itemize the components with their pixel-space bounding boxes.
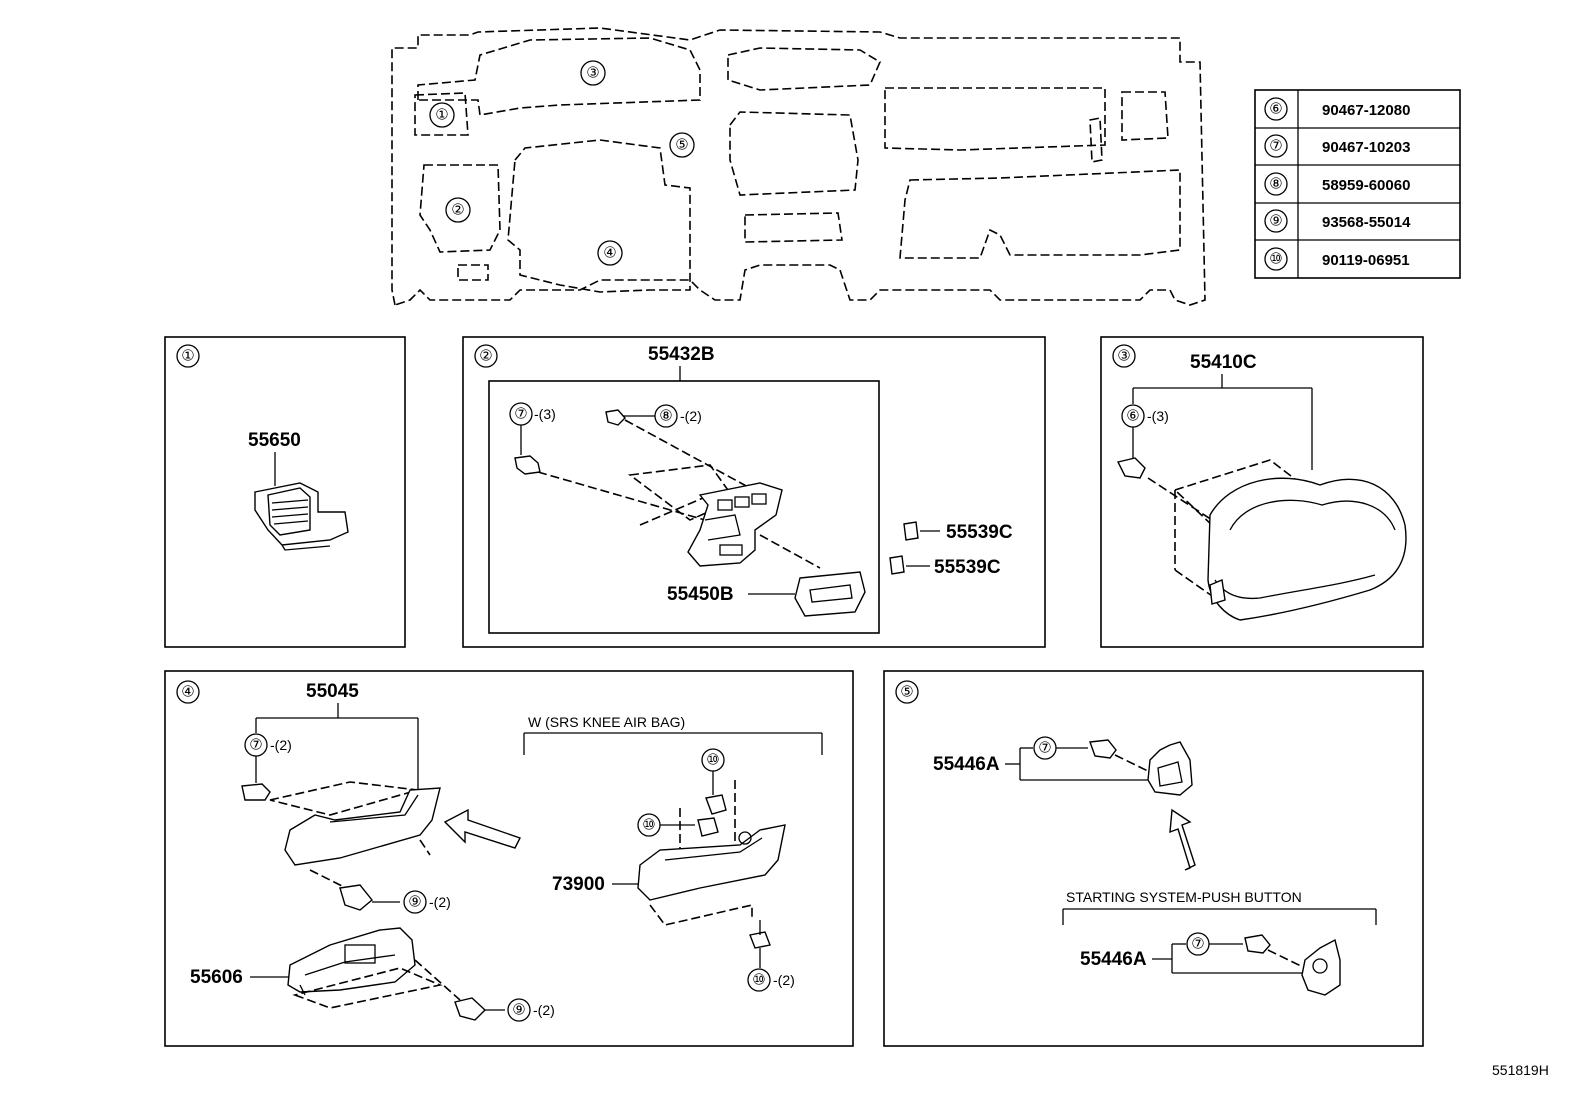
push-button-bezel-lower [1301, 938, 1341, 996]
clip-7-qty: -(3) [534, 406, 556, 422]
p4-screw-9b-ref: ⑨ [512, 1002, 525, 1019]
part-55432B-label: 55432B [648, 344, 715, 365]
switch-bezel-part [687, 482, 783, 567]
panel-1: ① 55650 [164, 336, 406, 648]
push-button-bezel-upper [1147, 741, 1193, 796]
clip-7-ref: ⑦ [514, 406, 527, 423]
table-partno-8: 58959-60060 [1322, 177, 1410, 194]
clip-6-qty: -(3) [1147, 408, 1169, 424]
panel-5: ⑤ 55446A ⑦ STARTING SYSTEM-PUSH BUTTON 5… [883, 670, 1424, 1047]
bracket-part-55606 [287, 927, 416, 996]
table-ref-6: ⑥ [1269, 101, 1282, 118]
part-55539C-label-a: 55539C [946, 522, 1013, 543]
knee-airbag-part [637, 824, 786, 901]
zone-label-3: ③ [586, 65, 599, 82]
p4-screw-9b-qty: -(2) [533, 1002, 555, 1018]
zone-label-1: ① [435, 107, 448, 124]
panel-4-tag: ④ [181, 684, 194, 701]
meter-hood-part [1207, 477, 1407, 621]
part-55450B-label: 55450B [667, 584, 734, 605]
part-55446A-lower-label: 55446A [1080, 949, 1147, 970]
clip-8-ref: ⑧ [659, 408, 672, 425]
parts-table: ⑥ 90467-12080 ⑦ 90467-10203 ⑧ 58959-6006… [1254, 89, 1461, 279]
p4-screw-9a-qty: -(2) [429, 894, 451, 910]
p5-upper-clip-ref: ⑦ [1038, 740, 1051, 757]
panel-1-tag: ① [181, 348, 194, 365]
p4-bolt-10b-ref: ⑩ [642, 817, 655, 834]
knee-airbag-variant-label: W (SRS KNEE AIR BAG) [528, 714, 685, 730]
table-ref-10: ⑩ [1269, 251, 1282, 268]
table-partno-6: 90467-12080 [1322, 102, 1410, 119]
clip-6-ref: ⑥ [1126, 408, 1139, 425]
table-partno-10: 90119-06951 [1322, 252, 1410, 269]
table-partno-9: 93568-55014 [1322, 214, 1411, 231]
p4-clip-7-qty: -(2) [270, 737, 292, 753]
diagram-id: 551819H [1492, 1062, 1549, 1078]
p4-bolt-10a-ref: ⑩ [706, 752, 719, 769]
part-55650-label: 55650 [248, 430, 301, 451]
part-55539C-label-b: 55539C [934, 557, 1001, 578]
p4-screw-9a-ref: ⑨ [408, 894, 421, 911]
part-55045-label: 55045 [306, 681, 359, 702]
pocket-part [794, 571, 866, 617]
dashboard-overview [391, 27, 1206, 307]
part-55446A-upper-label: 55446A [933, 754, 1000, 775]
zone-label-5: ⑤ [675, 137, 688, 154]
part-73900-label: 73900 [552, 874, 605, 895]
part-55410C-label: 55410C [1190, 352, 1257, 373]
panel-3: ③ 55410C ⑥ -(3) [1100, 336, 1424, 648]
table-ref-8: ⑧ [1269, 176, 1282, 193]
clip-8-qty: -(2) [680, 408, 702, 424]
zone-label-2: ② [451, 202, 464, 219]
overview-zone-labels: ① ② ③ ④ ⑤ [429, 60, 695, 266]
p4-clip-7-ref: ⑦ [249, 737, 262, 754]
table-partno-7: 90467-10203 [1322, 139, 1410, 156]
panel-5-tag: ⑤ [900, 684, 913, 701]
push-start-variant-label: STARTING SYSTEM-PUSH BUTTON [1066, 889, 1302, 905]
p4-bolt-10c-qty: -(2) [773, 972, 795, 988]
p5-lower-clip-ref: ⑦ [1191, 936, 1204, 953]
air-vent-part [254, 482, 349, 551]
table-ref-9: ⑨ [1269, 213, 1282, 230]
panel-2-tag: ② [479, 348, 492, 365]
table-ref-7: ⑦ [1269, 138, 1282, 155]
p4-bolt-10c-ref: ⑩ [752, 972, 765, 989]
part-55606-label: 55606 [190, 967, 243, 988]
panel-3-tag: ③ [1117, 348, 1130, 365]
zone-label-4: ④ [603, 245, 616, 262]
panel-4: ④ 55045 ⑦ -(2) ⑨ -(2) 55606 [164, 670, 854, 1047]
panel-2: ② 55432B ⑦ -(3) ⑧ -(2) 55450B [462, 336, 1046, 648]
lower-panel-part [284, 787, 441, 866]
